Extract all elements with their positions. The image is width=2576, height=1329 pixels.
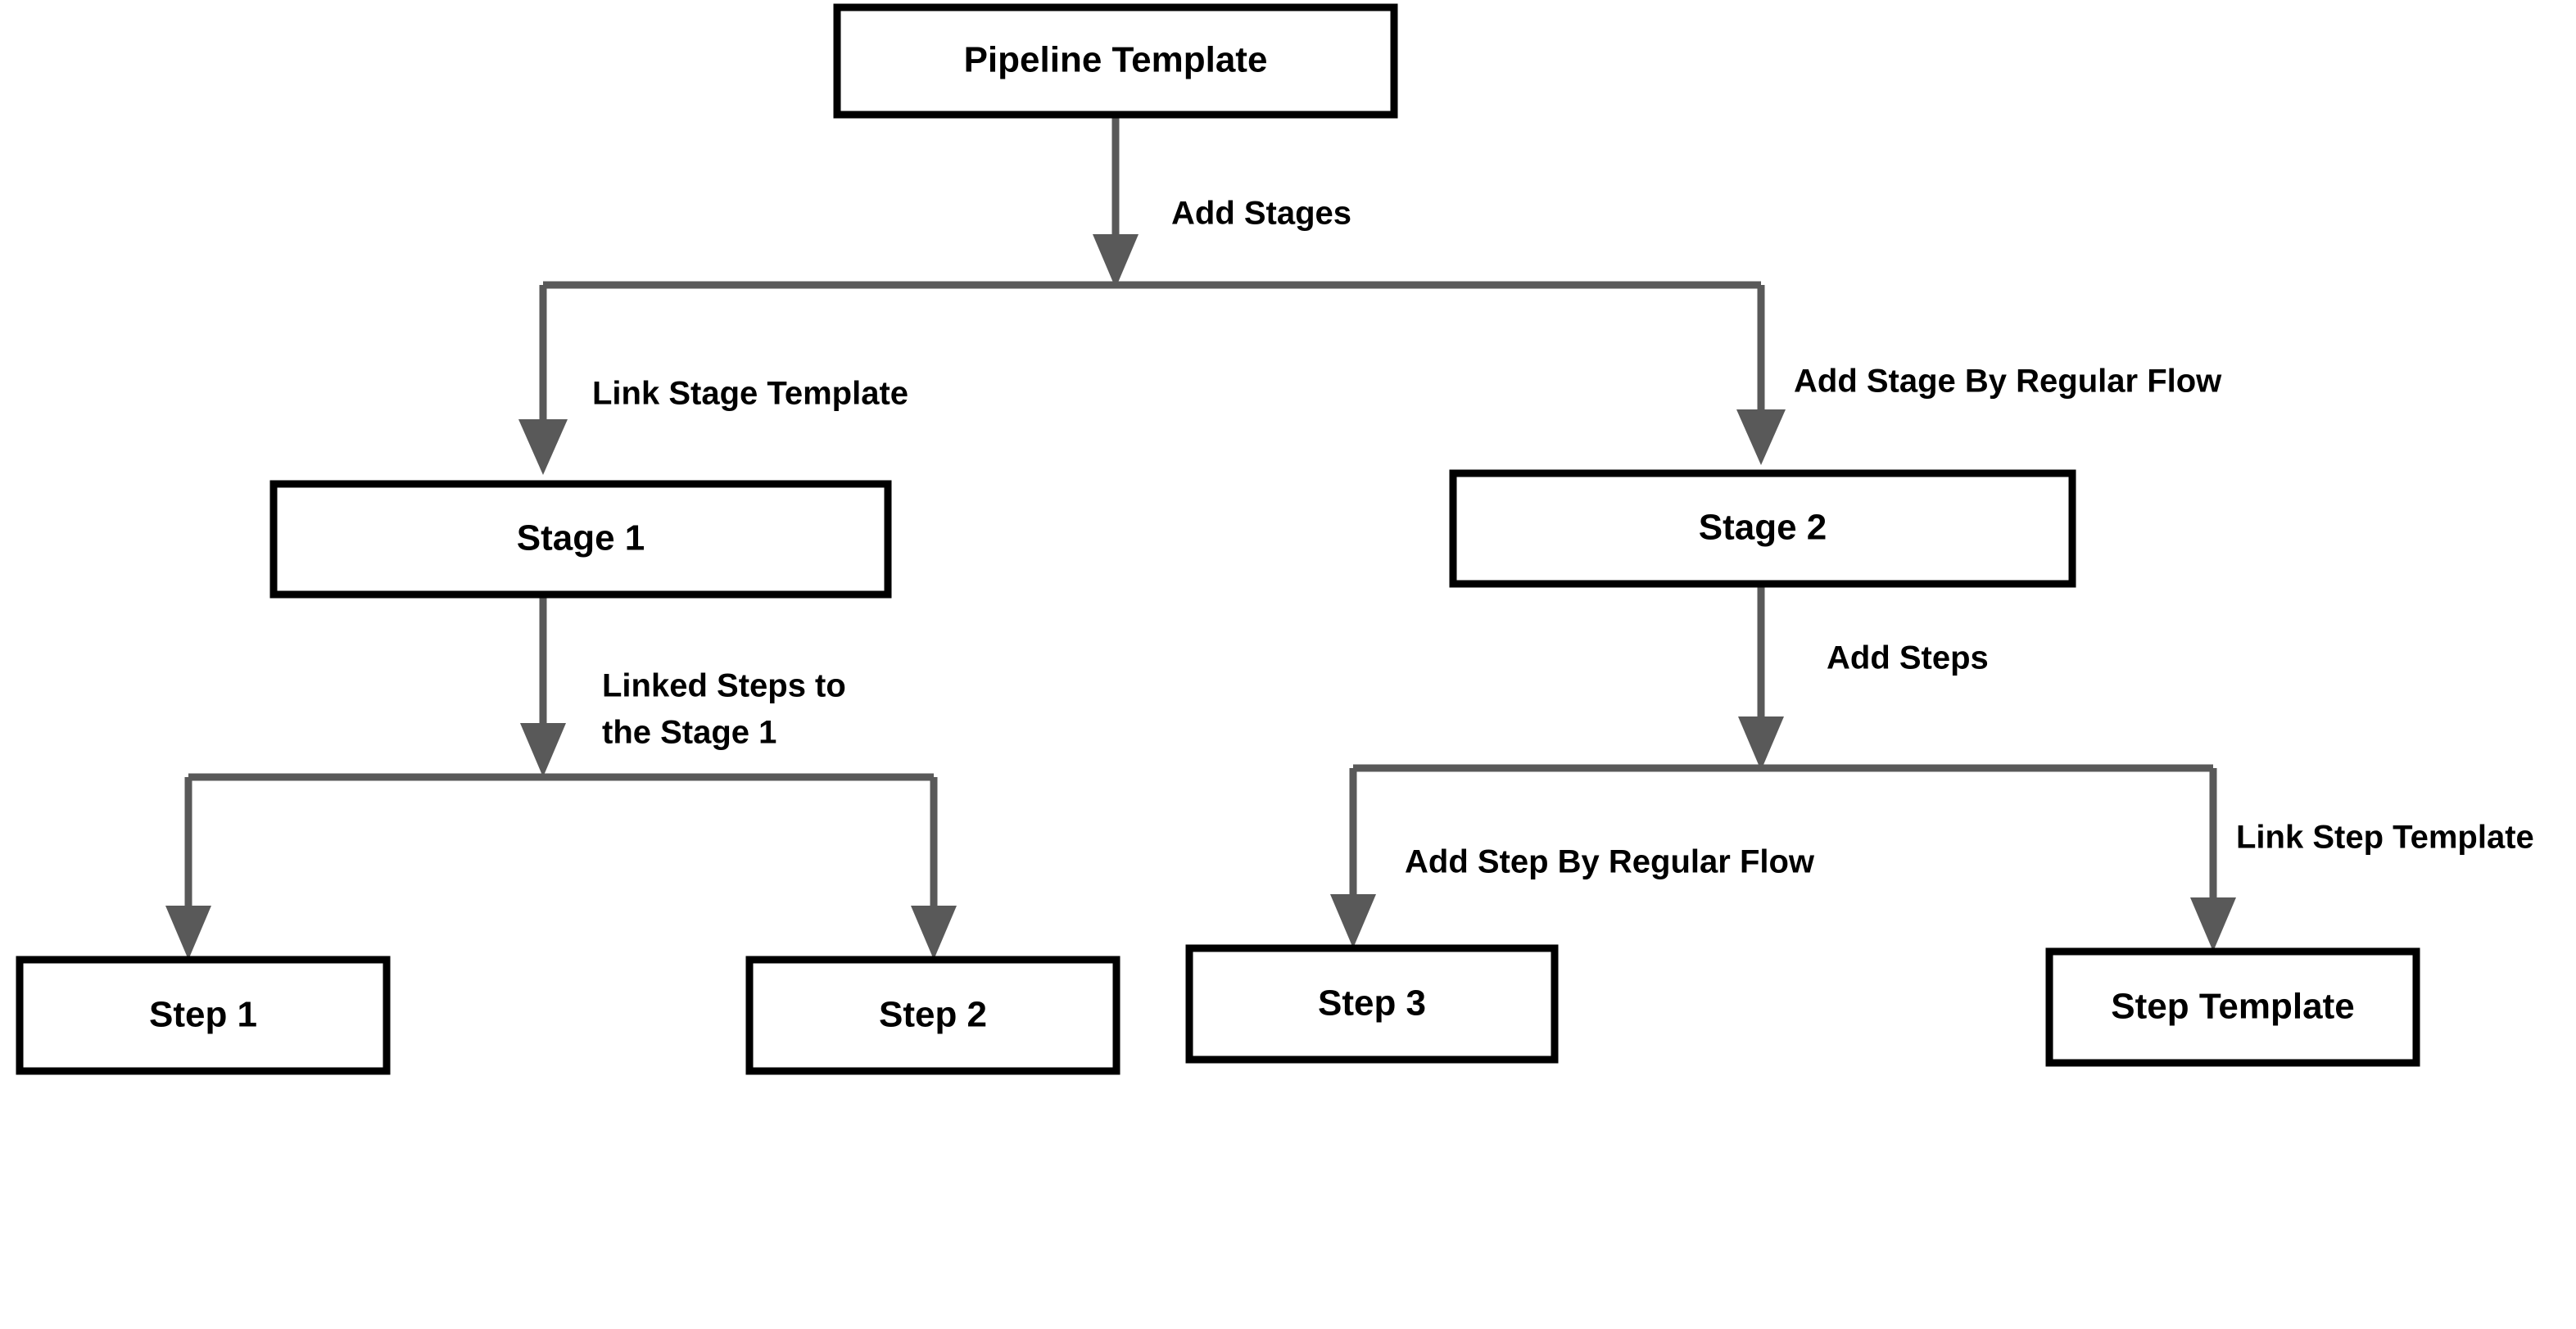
edge-linked-steps-to-the-stage-1: Linked Steps to the Stage 1 bbox=[520, 595, 846, 777]
node-step-2-label: Step 2 bbox=[879, 995, 987, 1035]
edge-label-add-step-by-regular-flow: Add Step By Regular Flow bbox=[1405, 844, 1815, 880]
node-step-2-box[interactable] bbox=[745, 956, 1120, 1075]
edge-add-step-by-regular-flow: Add Step By Regular Flow bbox=[1330, 768, 1815, 948]
edge-add-step-by-regular-flow-arrowhead bbox=[1330, 894, 1376, 948]
edge-label-link-step-template: Link Step Template bbox=[2236, 820, 2534, 856]
node-step-template[interactable]: Step Template bbox=[2045, 947, 2420, 1067]
edge-link-step-template: Link Step Template bbox=[2190, 768, 2534, 952]
edge-add-stages-arrowhead bbox=[1093, 234, 1139, 288]
edge-link-stage-template-arrowhead bbox=[518, 419, 568, 475]
edge-add-stages: Add Stages bbox=[1093, 115, 1351, 288]
edge-label-add-steps: Add Steps bbox=[1827, 640, 1989, 676]
node-stage-2[interactable]: Stage 2 bbox=[1449, 469, 2076, 588]
edge-add-steps-arrowhead bbox=[1738, 716, 1784, 771]
node-pipeline-template-box[interactable] bbox=[833, 3, 1398, 119]
edge-link-stage-template: Link Stage Template bbox=[518, 285, 908, 475]
edge-to-step-1-arrowhead bbox=[165, 906, 211, 960]
node-step-3-box[interactable] bbox=[1185, 944, 1559, 1064]
node-stage-1-label: Stage 1 bbox=[517, 518, 645, 558]
edge-linked-steps-arrowhead bbox=[520, 723, 566, 777]
node-pipeline-template[interactable]: Pipeline Template bbox=[833, 3, 1398, 119]
edge-label-link-stage-template: Link Stage Template bbox=[592, 376, 908, 412]
edge-label-linked-steps-line2: the Stage 1 bbox=[602, 715, 776, 751]
edge-add-steps: Add Steps bbox=[1738, 584, 1989, 771]
edge-label-add-stages: Add Stages bbox=[1171, 196, 1351, 232]
node-stage-1[interactable]: Stage 1 bbox=[269, 480, 892, 599]
node-step-template-box[interactable] bbox=[2045, 947, 2420, 1067]
node-step-2[interactable]: Step 2 bbox=[745, 956, 1120, 1075]
edge-label-add-stage-by-regular-flow: Add Stage By Regular Flow bbox=[1794, 364, 2222, 400]
node-step-3-label: Step 3 bbox=[1318, 983, 1426, 1024]
edge-to-step-2 bbox=[911, 777, 957, 960]
edge-add-stage-by-regular-flow: Add Stage By Regular Flow bbox=[1736, 285, 2222, 465]
node-step-1[interactable]: Step 1 bbox=[16, 956, 391, 1075]
edge-to-step-2-arrowhead bbox=[911, 906, 957, 960]
edge-to-step-1 bbox=[165, 777, 211, 960]
edge-add-stage-by-regular-flow-arrowhead bbox=[1736, 409, 1786, 465]
node-step-1-box[interactable] bbox=[16, 956, 391, 1075]
node-pipeline-template-label: Pipeline Template bbox=[964, 40, 1268, 80]
node-stage-1-box[interactable] bbox=[269, 480, 892, 599]
node-stage-2-label: Stage 2 bbox=[1699, 508, 1827, 548]
node-step-template-label: Step Template bbox=[2111, 987, 2354, 1027]
node-step-1-label: Step 1 bbox=[149, 995, 257, 1035]
node-step-3[interactable]: Step 3 bbox=[1185, 944, 1559, 1064]
edge-label-linked-steps-line1: Linked Steps to bbox=[602, 668, 846, 704]
edge-link-step-template-arrowhead bbox=[2190, 897, 2236, 952]
node-stage-2-box[interactable] bbox=[1449, 469, 2076, 588]
